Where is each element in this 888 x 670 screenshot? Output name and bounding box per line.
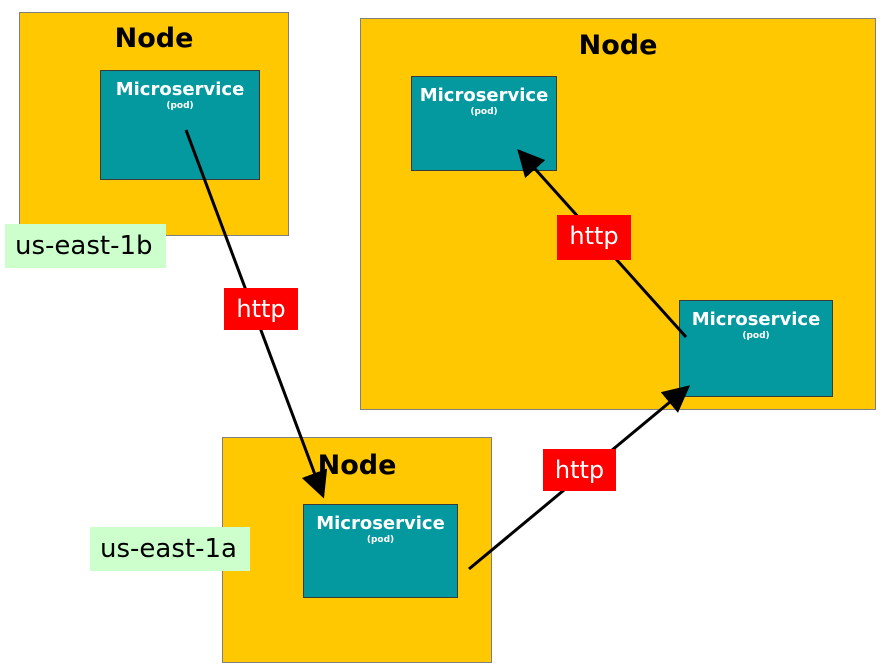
node-large-microservice-top: Microservice (pod) <box>411 76 557 171</box>
node-large: Node Microservice (pod) Microservice (po… <box>360 18 876 410</box>
microservice-pod-label: (pod) <box>366 534 395 545</box>
http-label-1b-to-1a: http <box>224 288 298 330</box>
node-large-microservice-bottom: Microservice (pod) <box>679 300 833 397</box>
http-label-1a-to-large: http <box>543 449 616 491</box>
node-1a-microservice: Microservice (pod) <box>303 504 458 598</box>
http-label-large-internal: http <box>557 215 631 260</box>
microservice-title: Microservice <box>115 79 245 100</box>
node-1a: Node Microservice (pod) <box>222 437 492 663</box>
microservice-title: Microservice <box>419 85 549 106</box>
node-title: Node <box>114 23 194 54</box>
zone-label-us-east-1a: us-east-1a <box>90 527 250 571</box>
microservice-title: Microservice <box>316 513 445 534</box>
microservice-pod-label: (pod) <box>470 106 498 117</box>
node-title: Node <box>578 30 658 61</box>
node-1b: Node Microservice (pod) <box>19 12 289 236</box>
zone-label-us-east-1b: us-east-1b <box>5 224 166 268</box>
microservice-pod-label: (pod) <box>166 100 194 111</box>
microservice-title: Microservice <box>691 309 821 330</box>
node-1b-microservice: Microservice (pod) <box>100 70 260 180</box>
node-title: Node <box>317 450 397 481</box>
microservice-pod-label: (pod) <box>742 330 770 341</box>
